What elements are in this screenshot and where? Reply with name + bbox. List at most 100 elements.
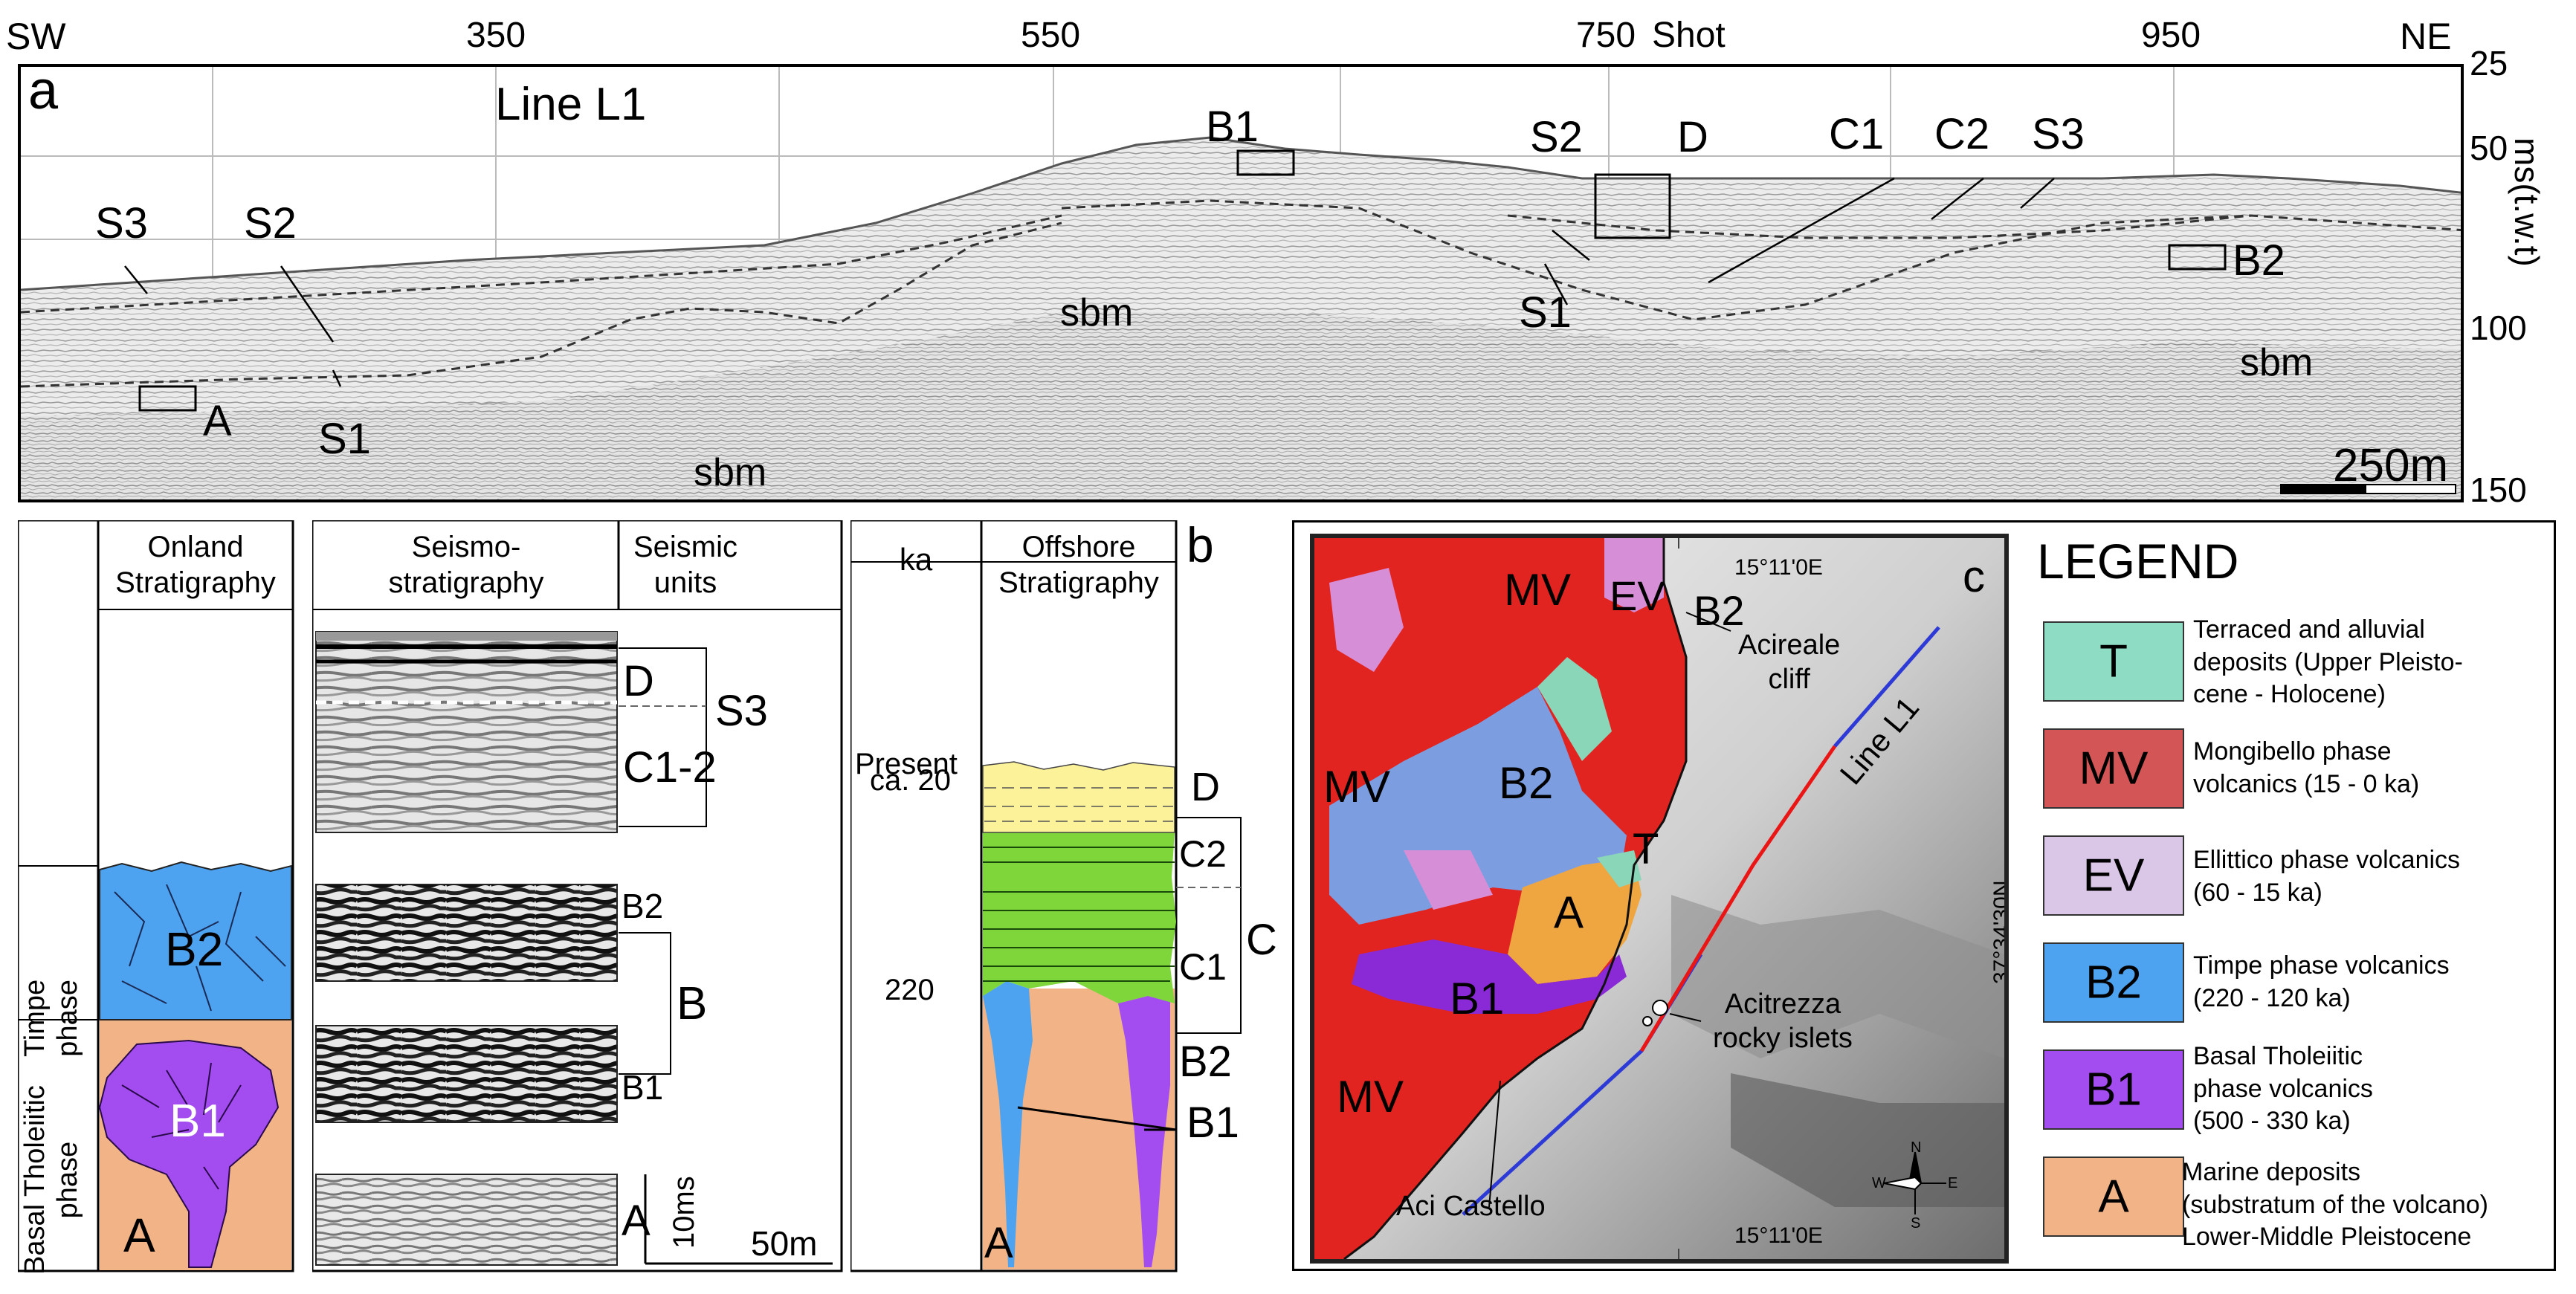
- basement-sbm: [21, 312, 2461, 499]
- label-s1-left: S1: [318, 415, 371, 463]
- depth-tick-150: 150: [2470, 470, 2527, 509]
- map-unit-mv-top: MV: [1504, 565, 1571, 615]
- geologic-map-svg: [1314, 538, 2004, 1259]
- legend-title: LEGEND: [2037, 534, 2239, 589]
- seismo-label-s3: S3: [715, 687, 768, 735]
- legend-swatch-mv: MV: [2043, 728, 2184, 809]
- age-220: 220: [885, 974, 934, 1006]
- shot-tick-550: 550: [1020, 16, 1081, 55]
- label-sbm-middle: sbm: [1060, 291, 1134, 334]
- offshore-column-svg: [850, 520, 1242, 1272]
- map-unit-b2-center: B2: [1499, 758, 1554, 808]
- age-20: ca. 20: [870, 764, 951, 797]
- phase-timpe-label: Timpe phase: [19, 979, 83, 1057]
- offshore-label-c: C: [1246, 916, 1277, 964]
- legend-desc-b1: Basal Tholeiitic phase volcanics (500 - …: [2193, 1042, 2373, 1136]
- map-unit-b2-top: B2: [1694, 587, 1745, 634]
- seismo-label-d: D: [623, 657, 654, 705]
- panel-b-letter: b: [1187, 517, 1214, 572]
- legend-swatch-b1: B1: [2043, 1049, 2184, 1130]
- legend-desc-mv: Mongibello phase volcanics (15 - 0 ka): [2193, 737, 2420, 798]
- seismo-header-left: Seismo- stratigraphy: [388, 531, 544, 599]
- label-s1-mid: S1: [1519, 288, 1572, 337]
- legend-swatch-a: A: [2043, 1156, 2184, 1237]
- panel-a-letter: a: [28, 64, 59, 120]
- map-unit-a: A: [1554, 887, 1584, 937]
- geologic-map: c 15°11'0E 15°11'0E 37°34'30N Line L1 MV…: [1310, 534, 2009, 1264]
- shot-tick-350: 350: [465, 16, 526, 55]
- offshore-label-b2: B2: [1179, 1038, 1232, 1086]
- onland-unit-b1: B1: [170, 1096, 226, 1147]
- map-unit-t: T: [1633, 825, 1659, 873]
- line-title: Line L1: [495, 79, 647, 130]
- seismic-section: a Line L1 S3 S2 A S1 sbm sbm B1 S2 D C1 …: [18, 64, 2464, 502]
- map-panel-letter: c: [1963, 551, 1985, 601]
- offshore-header-ka: ka: [899, 542, 933, 577]
- seismic-section-svg: [21, 67, 2461, 499]
- legend-desc-a: Marine deposits (substratum of the volca…: [2182, 1158, 2488, 1252]
- compass-n: N: [1911, 1139, 1922, 1156]
- offshore-label-a: A: [984, 1219, 1013, 1267]
- label-s2-left: S2: [244, 199, 297, 248]
- label-c1: C1: [1829, 110, 1885, 158]
- legend-desc-t: Terraced and alluvial deposits (Upper Pl…: [2193, 615, 2463, 709]
- offshore-header-strat: Offshore Stratigraphy: [998, 531, 1159, 599]
- map-top-longitude: 15°11'0E: [1734, 555, 1823, 580]
- onland-column-svg: [18, 520, 294, 1272]
- shot-tick-750: 750: [1575, 16, 1636, 55]
- seismo-header-right: Seismic units: [633, 531, 738, 599]
- direction-sw-label: SW: [6, 16, 66, 57]
- map-latitude: 37°34'30N: [1989, 880, 2009, 985]
- shot-axis-label: Shot: [1652, 16, 1726, 55]
- label-s2-mid: S2: [1530, 113, 1583, 161]
- scale-bar-label: 250m: [2333, 440, 2449, 491]
- offshore-label-c2: C2: [1179, 833, 1227, 875]
- onland-header: Onland Stratigraphy: [115, 531, 276, 599]
- legend-swatch-t: T: [2043, 621, 2184, 702]
- seismo-scale-vertical: 10ms: [668, 1176, 700, 1249]
- label-s3-left: S3: [95, 199, 148, 248]
- map-unit-b1: B1: [1450, 974, 1505, 1023]
- seismo-label-c12: C1-2: [623, 743, 717, 792]
- place-acitrezza: Acitrezza rocky islets: [1713, 989, 1853, 1054]
- map-bottom-longitude: 15°11'0E: [1734, 1223, 1823, 1248]
- legend-desc-b2: Timpe phase volcanics (220 - 120 ka): [2193, 951, 2450, 1012]
- onland-unit-b2: B2: [165, 922, 224, 976]
- map-unit-mv-bottom: MV: [1337, 1072, 1404, 1122]
- depth-tick-100: 100: [2470, 308, 2527, 347]
- compass-w: W: [1872, 1175, 1886, 1191]
- depth-axis-label: ms(t.w.t): [2508, 138, 2546, 267]
- label-b2-box: B2: [2233, 236, 2285, 285]
- seismo-label-b1: B1: [622, 1068, 664, 1107]
- seismo-label-b2: B2: [622, 887, 664, 925]
- shot-tick-950: 950: [2140, 16, 2201, 55]
- offshore-label-d: D: [1191, 765, 1220, 809]
- map-unit-ev: EV: [1610, 572, 1665, 619]
- seismo-label-a: A: [622, 1197, 651, 1245]
- direction-ne-label: NE: [2400, 16, 2452, 57]
- label-c2: C2: [1934, 110, 1990, 158]
- label-d-box: D: [1677, 113, 1708, 161]
- compass-s: S: [1911, 1215, 1921, 1232]
- phase-basal-label: Basal Tholeiitic phase: [19, 1085, 83, 1275]
- depth-tick-50: 50: [2470, 129, 2508, 167]
- place-aci-castello: Aci Castello: [1396, 1191, 1546, 1222]
- age-present: Present: [855, 748, 958, 780]
- label-s3-right: S3: [2032, 110, 2085, 158]
- legend-swatch-b2: B2: [2043, 942, 2184, 1023]
- label-b1-box: B1: [1206, 103, 1259, 151]
- depth-tick-25: 25: [2470, 44, 2508, 83]
- label-a-box: A: [203, 397, 232, 445]
- label-sbm-right: sbm: [2240, 341, 2314, 384]
- legend-swatch-ev: EV: [2043, 835, 2184, 916]
- seismo-label-b: B: [677, 978, 708, 1029]
- legend-desc-ev: Ellittico phase volcanics (60 - 15 ka): [2193, 846, 2461, 907]
- place-acireale: Acireale cliff: [1738, 630, 1841, 695]
- map-unit-mv-left: MV: [1323, 762, 1390, 812]
- seismo-column-svg: [312, 520, 843, 1272]
- offshore-label-b1: B1: [1187, 1099, 1239, 1147]
- map-panel-outer: [1292, 520, 2556, 1271]
- label-sbm-bottom: sbm: [694, 451, 767, 494]
- onland-unit-a: A: [123, 1209, 155, 1262]
- seismo-scale-horizontal: 50m: [751, 1224, 818, 1263]
